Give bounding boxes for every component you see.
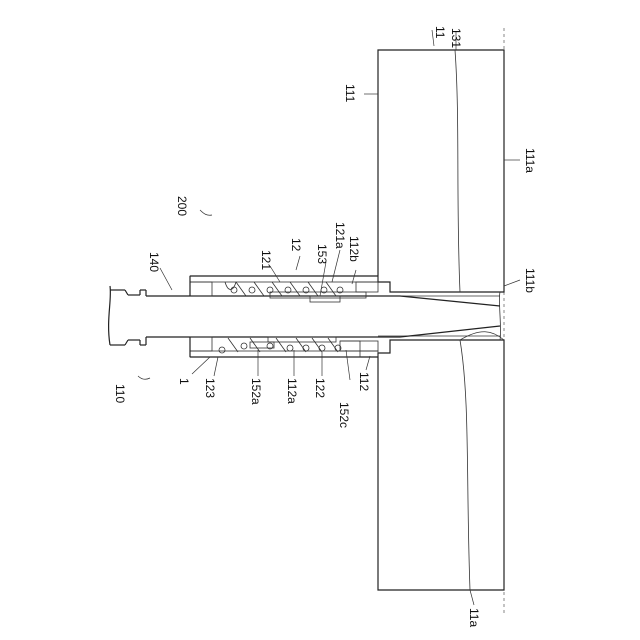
label-110: 110 [113,384,127,403]
sleeve-12-upper [190,276,378,296]
label-131: 131 [449,28,463,48]
label-200: 200 [175,196,189,216]
spring-lower [219,337,360,357]
leader-lines [138,30,520,605]
label-112a: 112a [285,378,299,404]
label-1: 1 [177,378,191,385]
label-121: 121 [259,250,273,270]
label-140: 140 [147,252,161,272]
label-152c: 152c [337,402,351,428]
sleeve-12-lower [190,337,378,357]
label-112b: 112b [347,236,361,262]
label-121a: 121a [333,222,347,249]
label-111: 111 [343,84,357,103]
label-111b: 111b [523,268,537,293]
label-11a-bottom: 11a [467,608,481,627]
label-112: 112 [357,372,371,391]
label-12: 12 [289,238,303,252]
label-123: 123 [203,378,217,398]
label-11: 11 [433,26,447,39]
label-122: 122 [313,378,327,398]
spring-upper [225,282,366,302]
label-152a: 152a [249,378,263,405]
label-153: 153 [315,244,329,264]
block-11 [378,50,504,590]
label-111a: 111a [523,148,537,173]
